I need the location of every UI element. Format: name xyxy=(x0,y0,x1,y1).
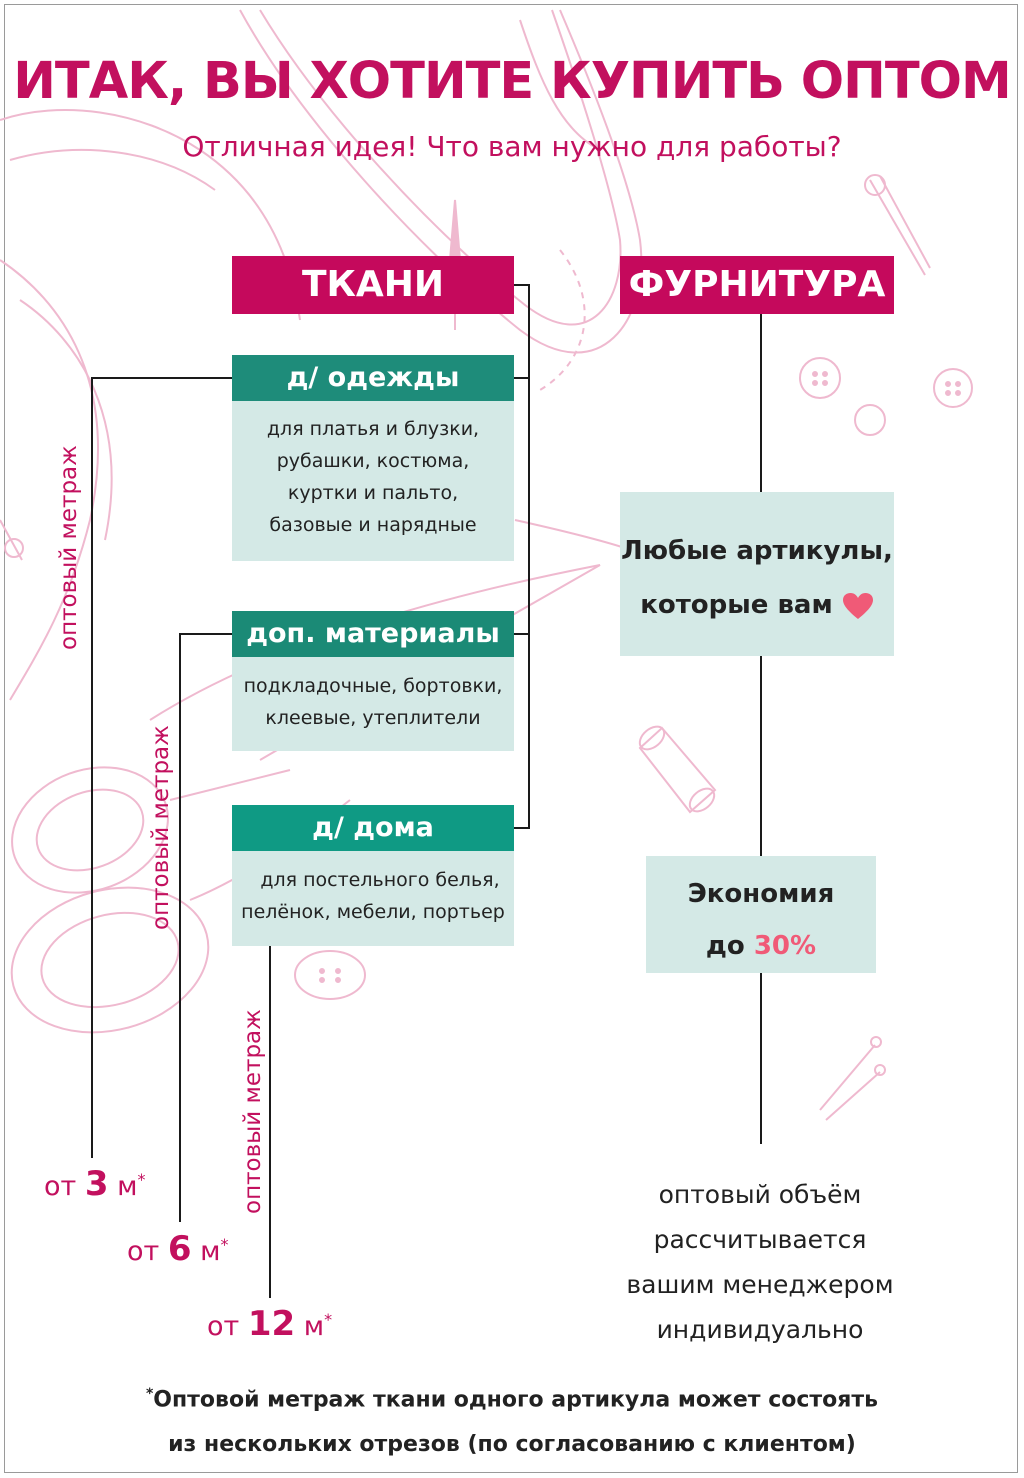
category-clothing-description: для платья и блузки, рубашки, костюма, к… xyxy=(232,401,514,561)
savings-value: до 30% xyxy=(705,931,817,961)
header-fabrics: ТКАНИ xyxy=(232,256,514,314)
thread-spool-icon xyxy=(638,725,717,814)
hardware-box1-line1: Любые артикулы, xyxy=(621,536,893,566)
footnote-line1: *Оптовой метраж ткани одного артикула мо… xyxy=(145,1386,879,1413)
category-materials-description: подкладочные, бортовки, клеевые, утеплит… xyxy=(232,657,514,751)
page-frame xyxy=(4,4,1018,1473)
list-item: клеевые, утеплители xyxy=(265,707,481,729)
list-item: рубашки, костюма, xyxy=(276,450,470,472)
wholesale-label-3: оптовый метраж xyxy=(240,1009,266,1214)
minimum-12m: от 12 м* xyxy=(207,1304,333,1344)
wholesale-label-2: оптовый метраж xyxy=(148,725,174,930)
button-icon xyxy=(294,357,973,1000)
hardware-box1-line2: которые вам xyxy=(620,578,894,632)
page-title: ИТАК, ВЫ ХОТИТЕ КУПИТЬ ОПТОМ xyxy=(13,52,1011,111)
category-clothing-title: д/ одежды xyxy=(232,355,514,401)
footnote-line2: из нескольких отрезов (по согласованию с… xyxy=(168,1432,856,1458)
safety-pin-icon xyxy=(0,174,931,561)
category-materials-title: доп. материалы xyxy=(232,611,514,657)
savings-label: Экономия xyxy=(687,879,835,909)
category-home-description: для постельного белья, пелёнок, мебели, … xyxy=(232,851,514,946)
list-item: пелёнок, мебели, портьер xyxy=(241,901,505,923)
list-item: для платья и блузки, xyxy=(266,418,480,440)
header-hardware: ФУРНИТУРА xyxy=(620,256,894,314)
list-item: куртки и пальто, xyxy=(287,482,459,504)
minimum-3m: от 3 м* xyxy=(44,1164,146,1204)
hardware-any-articles-box: Любые артикулы, которые вам xyxy=(620,492,894,656)
hardware-savings-box: Экономия до 30% xyxy=(646,856,876,973)
minimum-6m: от 6 м* xyxy=(127,1229,229,1269)
page-subtitle: Отличная идея! Что вам нужно для работы? xyxy=(182,130,842,163)
pin-icon xyxy=(819,1036,886,1121)
category-home-title: д/ дома xyxy=(232,805,514,851)
wholesale-label-1: оптовый метраж xyxy=(56,445,82,650)
list-item: базовые и нарядные xyxy=(269,514,477,536)
footnote: *Оптовой метраж ткани одного артикула мо… xyxy=(0,1372,1024,1467)
hardware-note: оптовый объём рассчитывается вашим менед… xyxy=(626,1180,894,1344)
heart-icon xyxy=(842,592,873,619)
list-item: подкладочные, бортовки, xyxy=(243,675,503,697)
list-item: для постельного белья, xyxy=(260,869,500,891)
